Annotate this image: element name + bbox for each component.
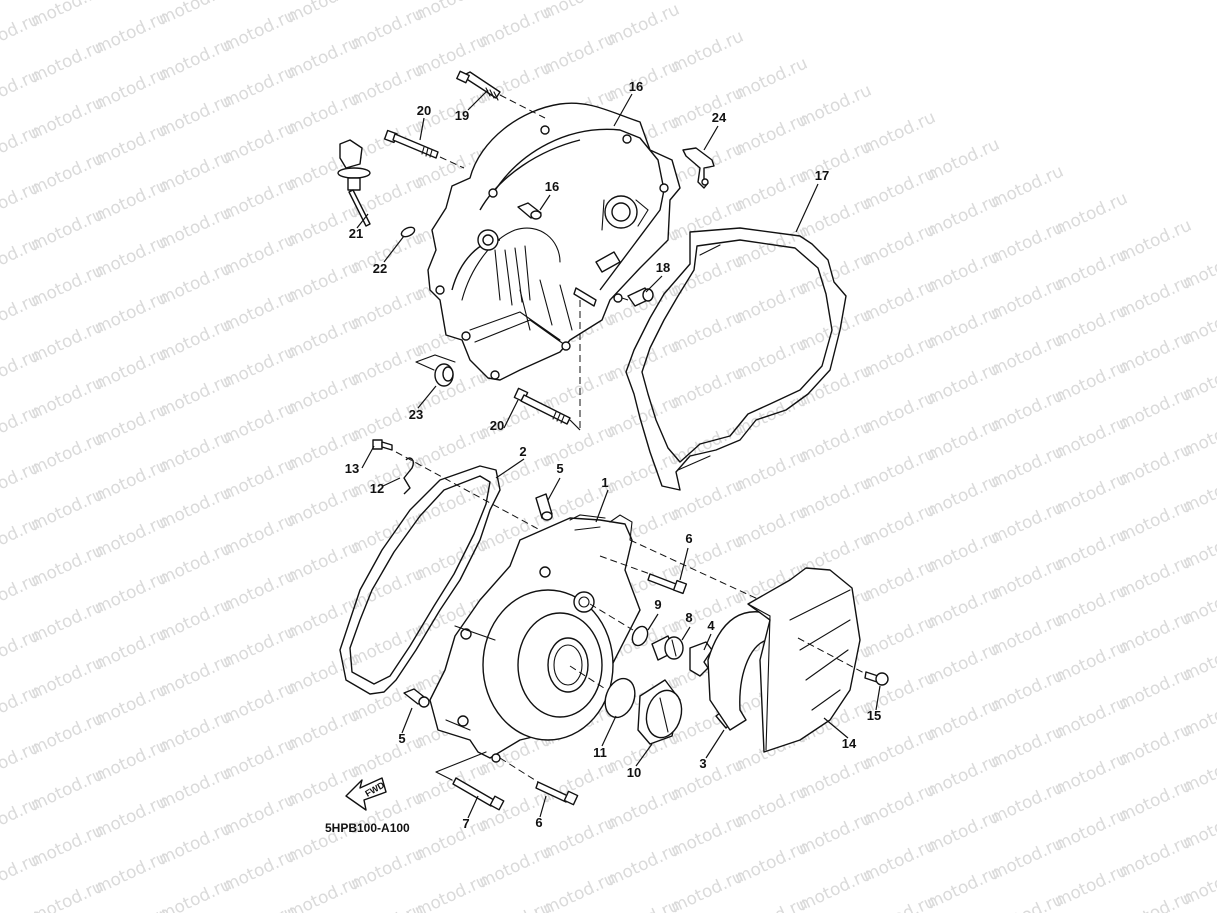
forward-direction-arrow: FWD — [345, 777, 387, 811]
bolt-part-20-lower — [513, 300, 581, 431]
callout-label-21: 21 — [349, 226, 363, 241]
callout-label-14: 14 — [842, 736, 857, 751]
callout-label-6: 6 — [685, 531, 692, 546]
callout-label-12: 12 — [370, 481, 384, 496]
o-ring-part-22 — [400, 226, 416, 238]
callout-label-13: 13 — [345, 461, 359, 476]
cap-part-10 — [637, 679, 683, 745]
oil-seal-part-23 — [415, 354, 456, 387]
o-ring-part-11 — [604, 677, 636, 719]
callout-label-9: 9 — [654, 597, 661, 612]
dowel-part-5-upper — [535, 493, 553, 521]
callout-label-22: 22 — [373, 261, 387, 276]
bolt-part-15 — [797, 637, 889, 686]
gasket-part-17 — [625, 227, 847, 491]
callout-labels: 1234556678910111213141516161718192020212… — [345, 79, 881, 831]
bolt-part-7 — [435, 751, 505, 811]
callout-label-11: 11 — [593, 745, 607, 760]
callout-label-17: 17 — [815, 168, 829, 183]
callout-label-5: 5 — [398, 731, 405, 746]
plug-part-8 — [651, 635, 684, 661]
bolt-part-19 — [456, 70, 546, 119]
callout-label-19: 19 — [455, 108, 469, 123]
callout-label-16: 16 — [545, 179, 559, 194]
leader-lines — [356, 89, 881, 819]
crankcase-cover-part-16 — [427, 102, 681, 381]
callout-label-7: 7 — [462, 816, 469, 831]
callout-label-24: 24 — [712, 110, 727, 125]
screw-part-13 — [372, 439, 393, 451]
callout-label-16: 16 — [629, 79, 643, 94]
callout-label-10: 10 — [627, 765, 641, 780]
diagram-code: 5HPB100-A100 — [325, 821, 410, 835]
callout-label-1: 1 — [601, 475, 608, 490]
callout-label-20: 20 — [490, 418, 504, 433]
callout-label-23: 23 — [409, 407, 423, 422]
callout-label-20: 20 — [417, 103, 431, 118]
callout-label-15: 15 — [867, 708, 881, 723]
dowel-part-5-lower — [403, 688, 430, 708]
bolt-part-6-lower — [499, 757, 579, 806]
o-ring-part-9 — [631, 625, 649, 647]
callout-label-6: 6 — [535, 815, 542, 830]
callout-label-5: 5 — [556, 461, 563, 476]
generator-cover-part-1 — [429, 514, 641, 763]
clamp-part-24 — [682, 147, 715, 189]
clip-part-12 — [403, 457, 415, 495]
collar-part-18 — [621, 287, 654, 307]
shroud-part-14 — [707, 567, 861, 753]
dipstick-part-21 — [337, 139, 371, 227]
bolt-part-6-upper — [599, 539, 761, 601]
bolt-part-20-upper — [383, 129, 465, 169]
callout-label-2: 2 — [519, 444, 526, 459]
callout-label-4: 4 — [707, 618, 715, 633]
callout-label-8: 8 — [685, 610, 692, 625]
callout-label-3: 3 — [699, 756, 706, 771]
callout-label-18: 18 — [656, 260, 670, 275]
gasket-part-2 — [339, 465, 501, 695]
